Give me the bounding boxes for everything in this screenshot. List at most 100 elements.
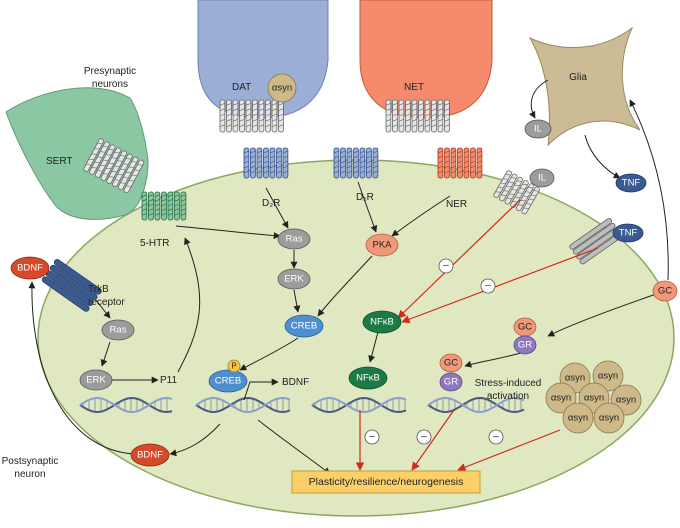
sert-label: SERT — [46, 156, 73, 167]
node-erk-left-label: ERK — [86, 375, 106, 386]
minus-label: − — [493, 431, 499, 443]
stress-label-1: Stress-induced — [475, 378, 542, 389]
node-gr-mid-label: GR — [518, 340, 532, 351]
node-bdnf-bottom-label: BDNF — [137, 450, 163, 461]
minus-label: − — [485, 280, 491, 292]
minus-label: − — [443, 260, 449, 272]
ner-receptor — [437, 147, 483, 179]
asyn-cluster-label: αsyn — [616, 395, 636, 406]
dna-strands — [79, 396, 525, 414]
d2r-receptor — [243, 147, 289, 179]
node-ras-center: Ras — [277, 228, 311, 250]
minus-label: − — [421, 431, 427, 443]
asyn-cluster-label: αsyn — [599, 413, 619, 424]
node-gc-low: GC — [439, 353, 463, 373]
il-receptor — [493, 170, 541, 215]
node-nfkb-top-label: NFκB — [370, 317, 394, 328]
minus-marker: − — [364, 429, 380, 445]
node-il-glia: IL — [524, 119, 552, 139]
stress-label-2: activation — [487, 391, 529, 402]
node-erk-left: ERK — [79, 369, 113, 391]
node-gc-low-label: GC — [444, 358, 458, 369]
node-ras-left: Ras — [101, 319, 135, 341]
minus-marker: − — [416, 429, 432, 445]
node-nfkb-low-label: NFκB — [356, 373, 380, 384]
node-erk-center-label: ERK — [284, 274, 304, 285]
inhibition-markers: − − − − − — [364, 258, 504, 445]
asyn-dat-label: αsyn — [272, 83, 292, 94]
pathway-arrows — [28, 79, 669, 475]
bdnf-gene-label: BDNF — [282, 377, 309, 388]
node-tnf-rec: TNF — [612, 223, 644, 243]
outcome-label: Plasticity/resilience/neurogenesis — [309, 476, 464, 488]
htr-label: 5-HTR — [140, 238, 169, 249]
node-ras-left-label: Ras — [110, 325, 127, 336]
node-tnf-glia-label: TNF — [622, 178, 641, 189]
node-il-rec-label: IL — [538, 173, 546, 184]
minus-marker: − — [488, 429, 504, 445]
node-gc-out-label: GC — [658, 286, 672, 297]
node-p-phosphate: P — [227, 359, 241, 373]
asyn-cluster-item: αsyn — [562, 402, 594, 434]
node-pka: PKA — [365, 233, 399, 257]
minus-marker: − — [438, 258, 454, 274]
asyn-cluster-item: αsyn — [592, 360, 624, 392]
node-gr-mid: GR — [513, 335, 537, 355]
asyn-cluster-label: αsyn — [551, 393, 571, 404]
node-nfkb-low: NFκB — [348, 366, 388, 390]
d2r-label: D₂R — [262, 198, 280, 209]
5htr-receptor — [141, 191, 187, 221]
p11-label: P11 — [160, 375, 177, 386]
node-bdnf-top: BDNF — [10, 256, 50, 280]
node-nfkb-top: NFκB — [362, 310, 402, 334]
node-gr-low: GR — [439, 372, 463, 392]
asyn-cluster-label: αsyn — [565, 373, 585, 384]
node-il-rec: IL — [529, 168, 555, 188]
presynaptic-label-2: neurons — [92, 79, 128, 90]
net-label: NET — [404, 82, 424, 93]
node-tnf-glia: TNF — [615, 173, 647, 193]
minus-label: − — [369, 431, 375, 443]
asyn-cluster: αsyn αsyn αsyn αsyn αsyn αsyn αsyn — [545, 360, 642, 434]
node-erk-center: ERK — [277, 268, 311, 290]
postsynaptic-label-1: Postsynaptic — [2, 456, 59, 467]
node-pka-label: PKA — [372, 240, 392, 251]
asyn-dat: αsyn — [267, 73, 297, 103]
node-tnf-rec-label: TNF — [619, 228, 638, 239]
tnf-receptor — [569, 218, 623, 265]
glia-cell — [528, 26, 641, 147]
asyn-cluster-label: αsyn — [568, 413, 588, 424]
sert-transporter — [83, 138, 145, 194]
trkb-label-1: TrkB — [88, 284, 109, 295]
node-gc-mid: GC — [513, 317, 537, 337]
dat-label: DAT — [232, 82, 251, 93]
inhibitory-arrows — [355, 199, 599, 472]
asyn-cluster-item: αsyn — [593, 402, 625, 434]
trkb-label-2: receptor — [88, 297, 125, 308]
node-il-glia-label: IL — [534, 124, 542, 135]
asyn-cluster-label: αsyn — [598, 371, 618, 382]
node-ras-center-label: Ras — [286, 234, 303, 245]
node-gr-low-label: GR — [444, 377, 458, 388]
d1r-label: D₁R — [356, 192, 374, 203]
trkb-receptor — [41, 259, 102, 312]
d1r-receptor — [333, 147, 379, 179]
node-gc-out: GC — [652, 280, 678, 302]
outcome-box: Plasticity/resilience/neurogenesis — [291, 470, 481, 494]
ner-label: NER — [446, 199, 467, 210]
asyn-cluster-item: αsyn — [545, 382, 577, 414]
node-p-label: P — [231, 362, 236, 371]
glia-label: Glia — [569, 72, 587, 83]
presynaptic-label-1: Presynaptic — [84, 66, 136, 77]
minus-marker: − — [480, 278, 496, 294]
net-transporter — [385, 99, 450, 133]
asyn-cluster-label: αsyn — [584, 393, 604, 404]
node-bdnf-bottom: BDNF — [130, 443, 170, 467]
node-creb-top-label: CREB — [291, 321, 317, 332]
node-gc-mid-label: GC — [518, 322, 532, 333]
node-creb-low-label: CREB — [215, 376, 241, 387]
sert-terminal — [5, 87, 149, 220]
node-bdnf-top-label: BDNF — [17, 263, 43, 274]
node-creb-top: CREB — [284, 314, 324, 338]
